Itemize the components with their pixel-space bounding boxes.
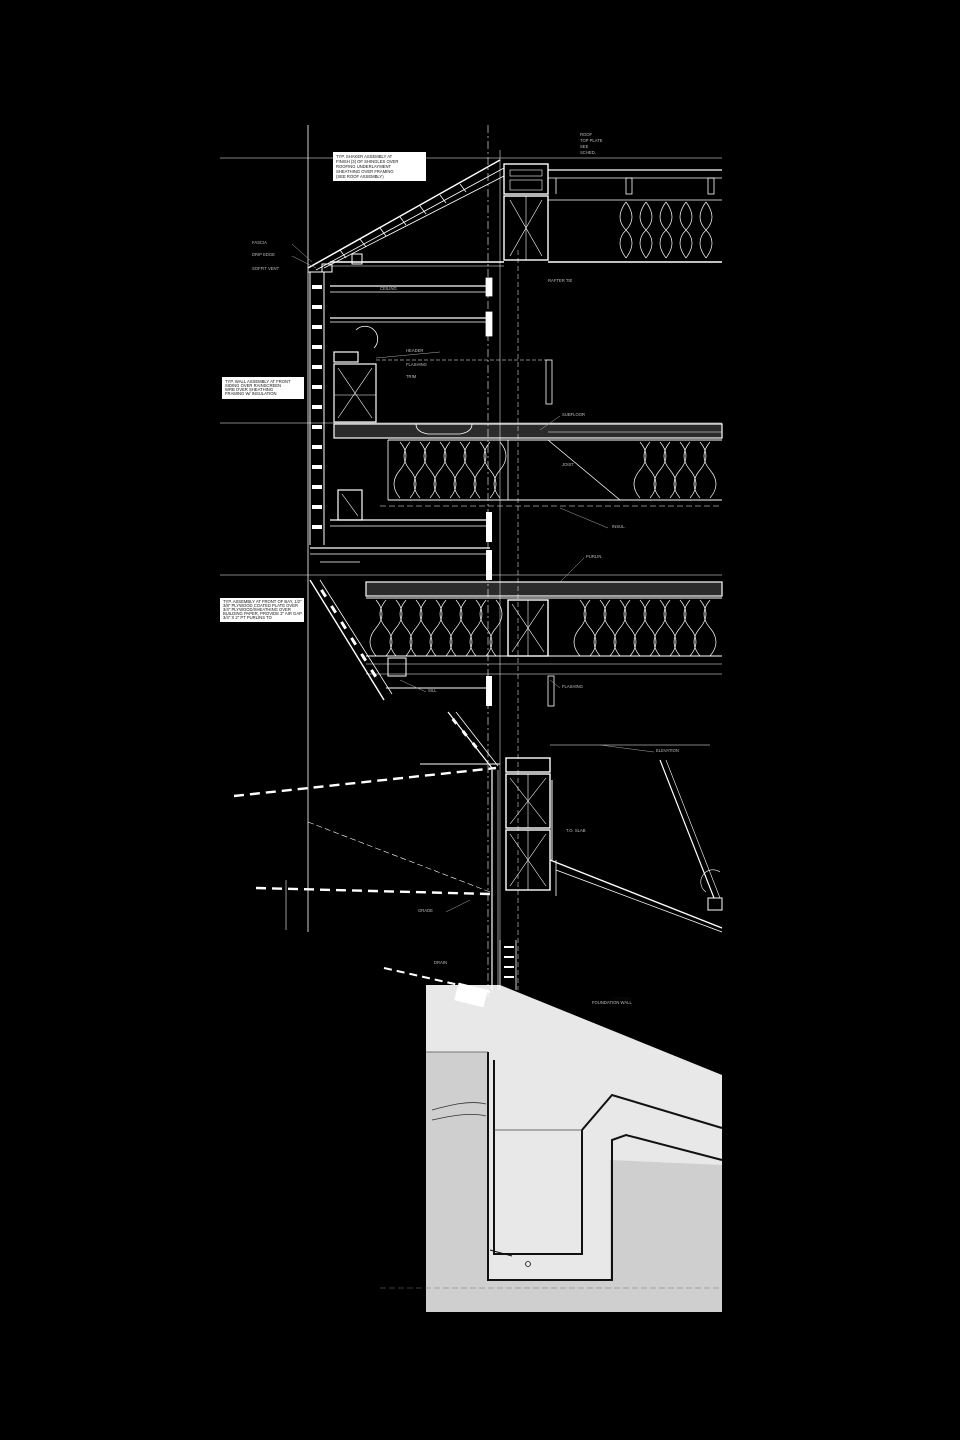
roof-assembly bbox=[307, 159, 722, 273]
svg-text:GRADE: GRADE bbox=[418, 908, 433, 913]
svg-text:INSUL.: INSUL. bbox=[612, 524, 626, 529]
svg-text:DRAIN: DRAIN bbox=[434, 960, 447, 965]
svg-text:PURLIN: PURLIN bbox=[586, 554, 601, 559]
upper-wall bbox=[309, 272, 553, 545]
svg-text:FASCIA: FASCIA bbox=[252, 240, 267, 245]
svg-text:SEE: SEE bbox=[580, 144, 589, 149]
grade-lines bbox=[233, 766, 497, 993]
svg-text:TOP PLATE: TOP PLATE bbox=[580, 138, 603, 143]
svg-text:BUILDING PAPER, PROVIDE 3" AIR: BUILDING PAPER, PROVIDE 3" AIR GAP bbox=[223, 611, 302, 616]
svg-text:ROOFING UNDERLAYMENT: ROOFING UNDERLAYMENT bbox=[336, 164, 392, 169]
roof-note: TYP. SHAKER ASSEMBLY AT FINISH (3) OF SH… bbox=[333, 152, 426, 181]
svg-text:3/4" X 2" PT PURLINS TO: 3/4" X 2" PT PURLINS TO bbox=[223, 615, 273, 620]
svg-text:WRB OVER SHEATHING: WRB OVER SHEATHING bbox=[225, 387, 273, 392]
svg-text:FINISH (3) OF SHINGLES OVER: FINISH (3) OF SHINGLES OVER bbox=[336, 159, 398, 164]
bay-floor bbox=[309, 579, 723, 707]
svg-text:TRIM: TRIM bbox=[406, 374, 417, 379]
foundation-outline bbox=[487, 1052, 723, 1281]
svg-text:TYP. WALL ASSEMBLY AT FRONT: TYP. WALL ASSEMBLY AT FRONT bbox=[225, 379, 291, 384]
svg-text:FRAMING W/ INSULATION: FRAMING W/ INSULATION bbox=[225, 391, 277, 396]
svg-text:FOUNDATION WALL: FOUNDATION WALL bbox=[592, 1000, 632, 1005]
svg-text:CEILING: CEILING bbox=[380, 286, 397, 291]
svg-text:SUBFLOOR: SUBFLOOR bbox=[562, 412, 585, 417]
svg-text:JOIST: JOIST bbox=[562, 462, 574, 467]
svg-text:HEADER: HEADER bbox=[406, 348, 423, 353]
svg-text:ELEVATION: ELEVATION bbox=[656, 748, 679, 753]
svg-text:(SEE ROOF ASSEMBLY): (SEE ROOF ASSEMBLY) bbox=[336, 174, 384, 179]
foundation-stem bbox=[454, 940, 517, 1008]
svg-text:SOFFIT VENT: SOFFIT VENT bbox=[252, 266, 280, 271]
svg-text:FLASHING: FLASHING bbox=[406, 362, 427, 367]
svg-text:SCHED.: SCHED. bbox=[580, 150, 596, 155]
svg-text:RAFTER TIE: RAFTER TIE bbox=[548, 278, 573, 283]
second-floor bbox=[310, 423, 723, 580]
svg-text:SHEATHING OVER FRAMING: SHEATHING OVER FRAMING bbox=[336, 169, 394, 174]
foundation-label: FOOTING bbox=[612, 996, 631, 1001]
wall-note: TYP. WALL ASSEMBLY AT FRONT SIDING OVER … bbox=[222, 377, 304, 399]
lower-wall bbox=[420, 711, 723, 990]
footing-inner bbox=[493, 1060, 723, 1255]
svg-text:DRIP EDGE: DRIP EDGE bbox=[252, 252, 275, 257]
svg-text:ROOF: ROOF bbox=[580, 132, 593, 137]
soil-left bbox=[426, 1052, 722, 1312]
reference-lines bbox=[220, 125, 722, 1000]
svg-text:SILL: SILL bbox=[428, 688, 437, 693]
svg-text:3/8" PLYWOOD COATED PLATE OVER: 3/8" PLYWOOD COATED PLATE OVER bbox=[223, 603, 298, 608]
svg-text:TYP. ASSEMBLY AT FRONT OF BAY,: TYP. ASSEMBLY AT FRONT OF BAY, 1/2" bbox=[223, 599, 302, 604]
svg-text:T.O. SLAB: T.O. SLAB bbox=[566, 828, 586, 833]
svg-text:SIDING OVER RAINSCREEN: SIDING OVER RAINSCREEN bbox=[225, 383, 281, 388]
svg-text:FLASHING: FLASHING bbox=[562, 684, 583, 689]
callout-labels: ROOF TOP PLATE SEE SCHED. FASCIA DRIP ED… bbox=[252, 132, 679, 1005]
floor-note: TYP. ASSEMBLY AT FRONT OF BAY, 1/2" 3/8"… bbox=[220, 598, 304, 622]
svg-text:TYP. SHAKER ASSEMBLY AT: TYP. SHAKER ASSEMBLY AT bbox=[336, 154, 393, 159]
leader-lines bbox=[291, 243, 655, 913]
svg-text:3/4" PLYWOOD/SHEATHING OVER: 3/4" PLYWOOD/SHEATHING OVER bbox=[223, 607, 291, 612]
foundation-area: FOOTING bbox=[380, 985, 723, 1312]
